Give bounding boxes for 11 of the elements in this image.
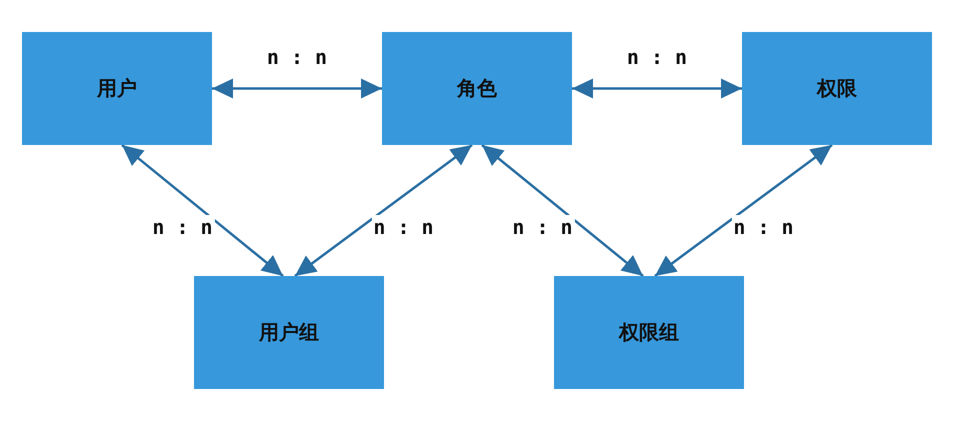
double-arrow (572, 78, 742, 98)
entity-box: 权限 (742, 32, 932, 145)
entity-box: 权限组 (554, 276, 744, 389)
double-arrow (212, 78, 382, 98)
double-arrow (121, 144, 284, 277)
double-arrow (481, 144, 644, 277)
entity-box: 角色 (382, 32, 572, 145)
double-arrow (294, 144, 473, 277)
double-arrow (654, 144, 833, 277)
entity-box: 用户 (22, 32, 212, 145)
entity-box: 用户组 (194, 276, 384, 389)
